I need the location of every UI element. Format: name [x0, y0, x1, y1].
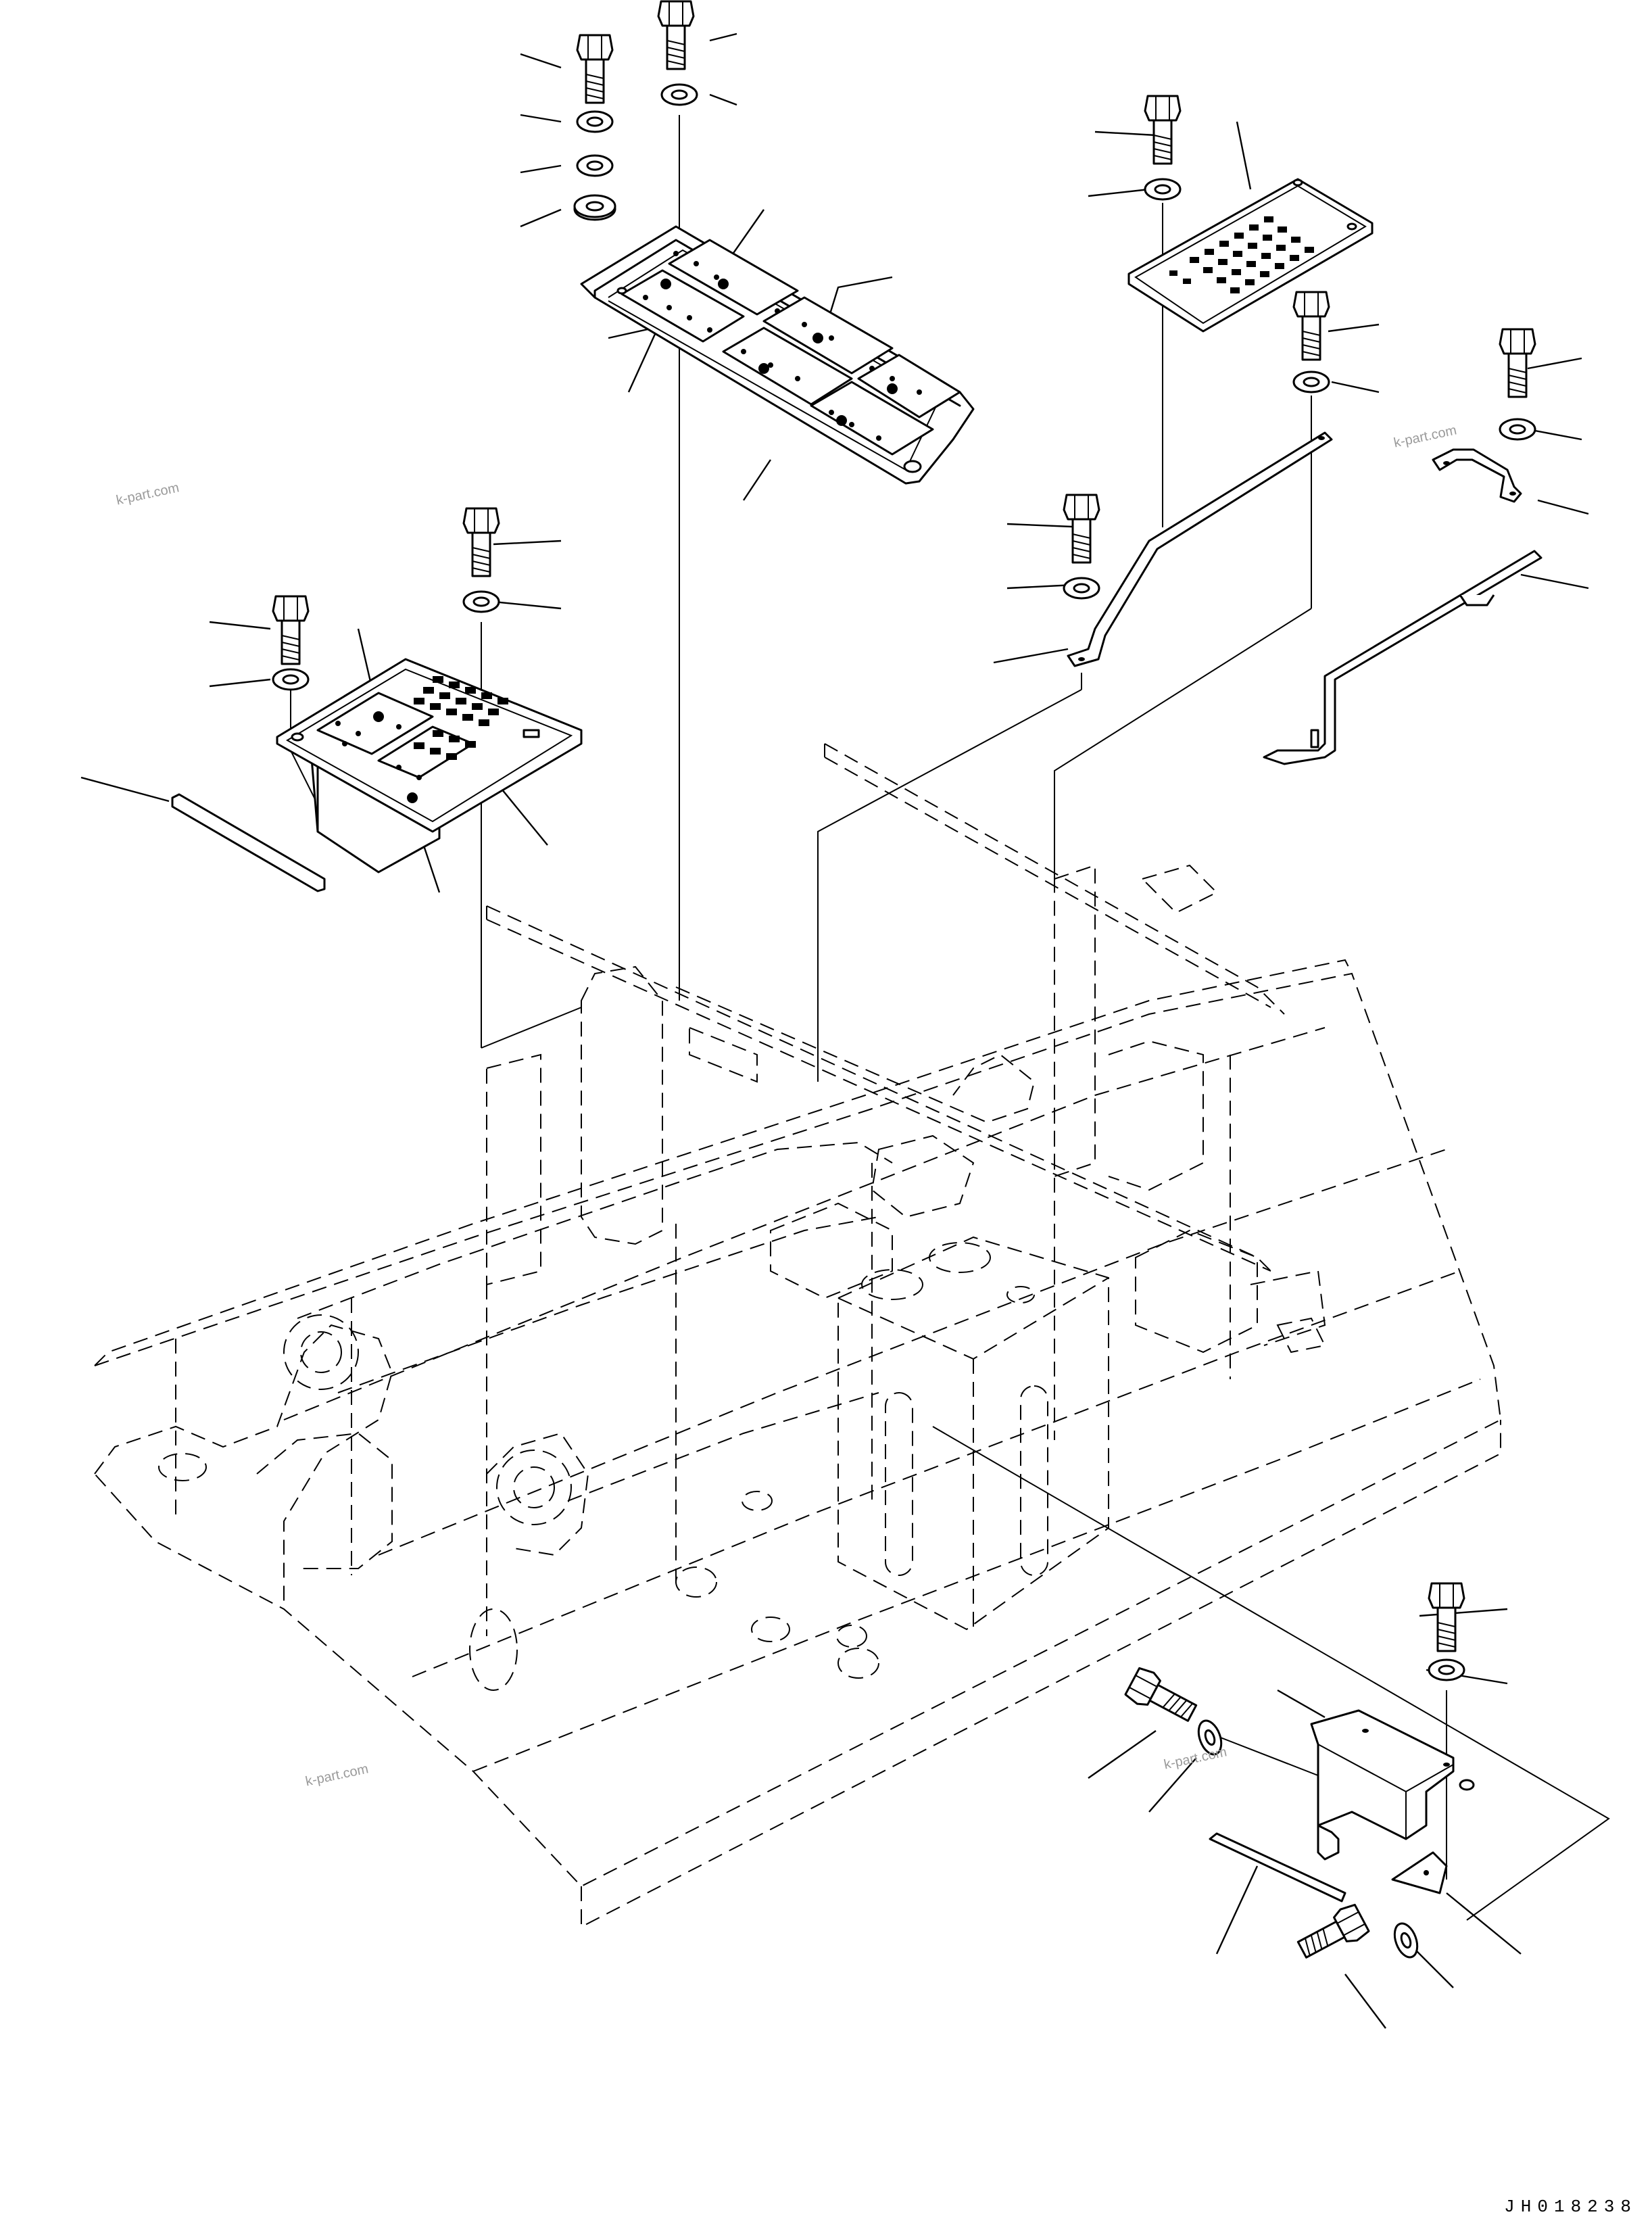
rubber-strip-left	[171, 793, 326, 892]
washer	[1292, 370, 1330, 393]
washer	[1499, 418, 1536, 441]
washer	[576, 154, 614, 177]
washer	[573, 194, 616, 221]
bolt	[657, 0, 695, 70]
floor-plate-center	[580, 225, 975, 485]
bolt	[1063, 494, 1100, 564]
bolt-angled	[1123, 1665, 1202, 1730]
floor-plate-left	[276, 658, 583, 874]
hydraulic-tank	[837, 1236, 1109, 1631]
washer	[462, 590, 500, 613]
bolt-angled	[1292, 1901, 1371, 1967]
washer	[576, 110, 614, 133]
bolt	[1292, 291, 1330, 361]
floor-plate-right	[1127, 178, 1374, 333]
step-bracket	[1263, 550, 1542, 765]
washer-angled	[1389, 1919, 1423, 1962]
bolt	[272, 595, 310, 665]
small-plate	[1391, 1851, 1448, 1894]
handle-bracket	[1432, 448, 1522, 503]
washer	[272, 668, 310, 691]
bolt	[1499, 328, 1536, 398]
bolt	[1428, 1582, 1465, 1652]
washer	[1063, 577, 1100, 600]
bolt	[576, 34, 614, 104]
washer	[660, 83, 698, 106]
bent-stay	[1067, 431, 1333, 667]
washer	[1144, 178, 1182, 201]
cab-support-rails	[486, 743, 1285, 1299]
bolt	[462, 507, 500, 577]
washer	[1428, 1658, 1465, 1681]
bolt	[1144, 95, 1182, 165]
rubber-strip-bottom	[1209, 1832, 1346, 1903]
revolving-frame	[94, 959, 1502, 1928]
drawing-code: JH018238	[1504, 2197, 1637, 2217]
mount-bracket	[1310, 1709, 1475, 1861]
